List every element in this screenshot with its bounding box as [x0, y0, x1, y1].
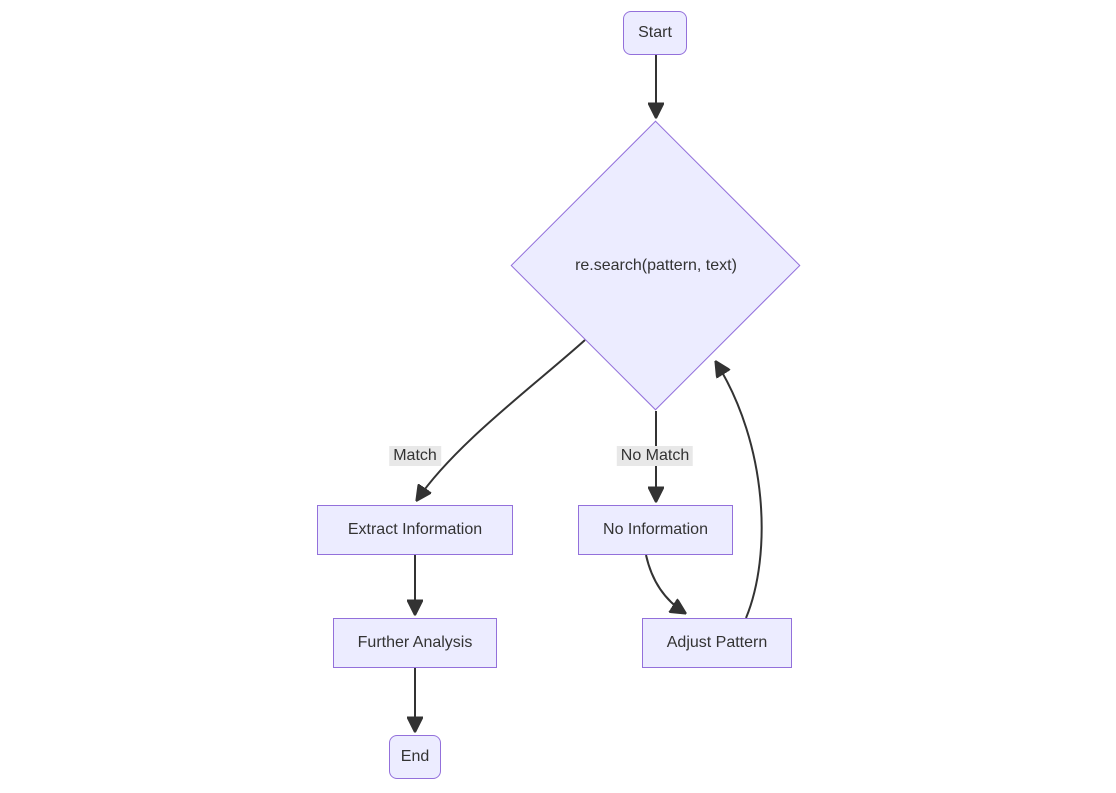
edge-decision-to-extract-match — [417, 339, 586, 500]
edge-adjust-to-decision — [716, 362, 763, 619]
node-adjust-pattern: Adjust Pattern — [642, 618, 792, 668]
node-end: End — [389, 735, 441, 779]
edge-label-no-match: No Match — [616, 446, 694, 466]
node-decision-label: re.search(pattern, text) — [575, 257, 737, 274]
node-extract-information: Extract Information — [317, 505, 513, 555]
node-no-information: No Information — [578, 505, 733, 555]
edge-noinfo-to-adjust — [645, 554, 685, 613]
node-further-analysis: Further Analysis — [333, 618, 497, 668]
node-start: Start — [623, 11, 687, 55]
edge-label-match: Match — [389, 446, 441, 466]
